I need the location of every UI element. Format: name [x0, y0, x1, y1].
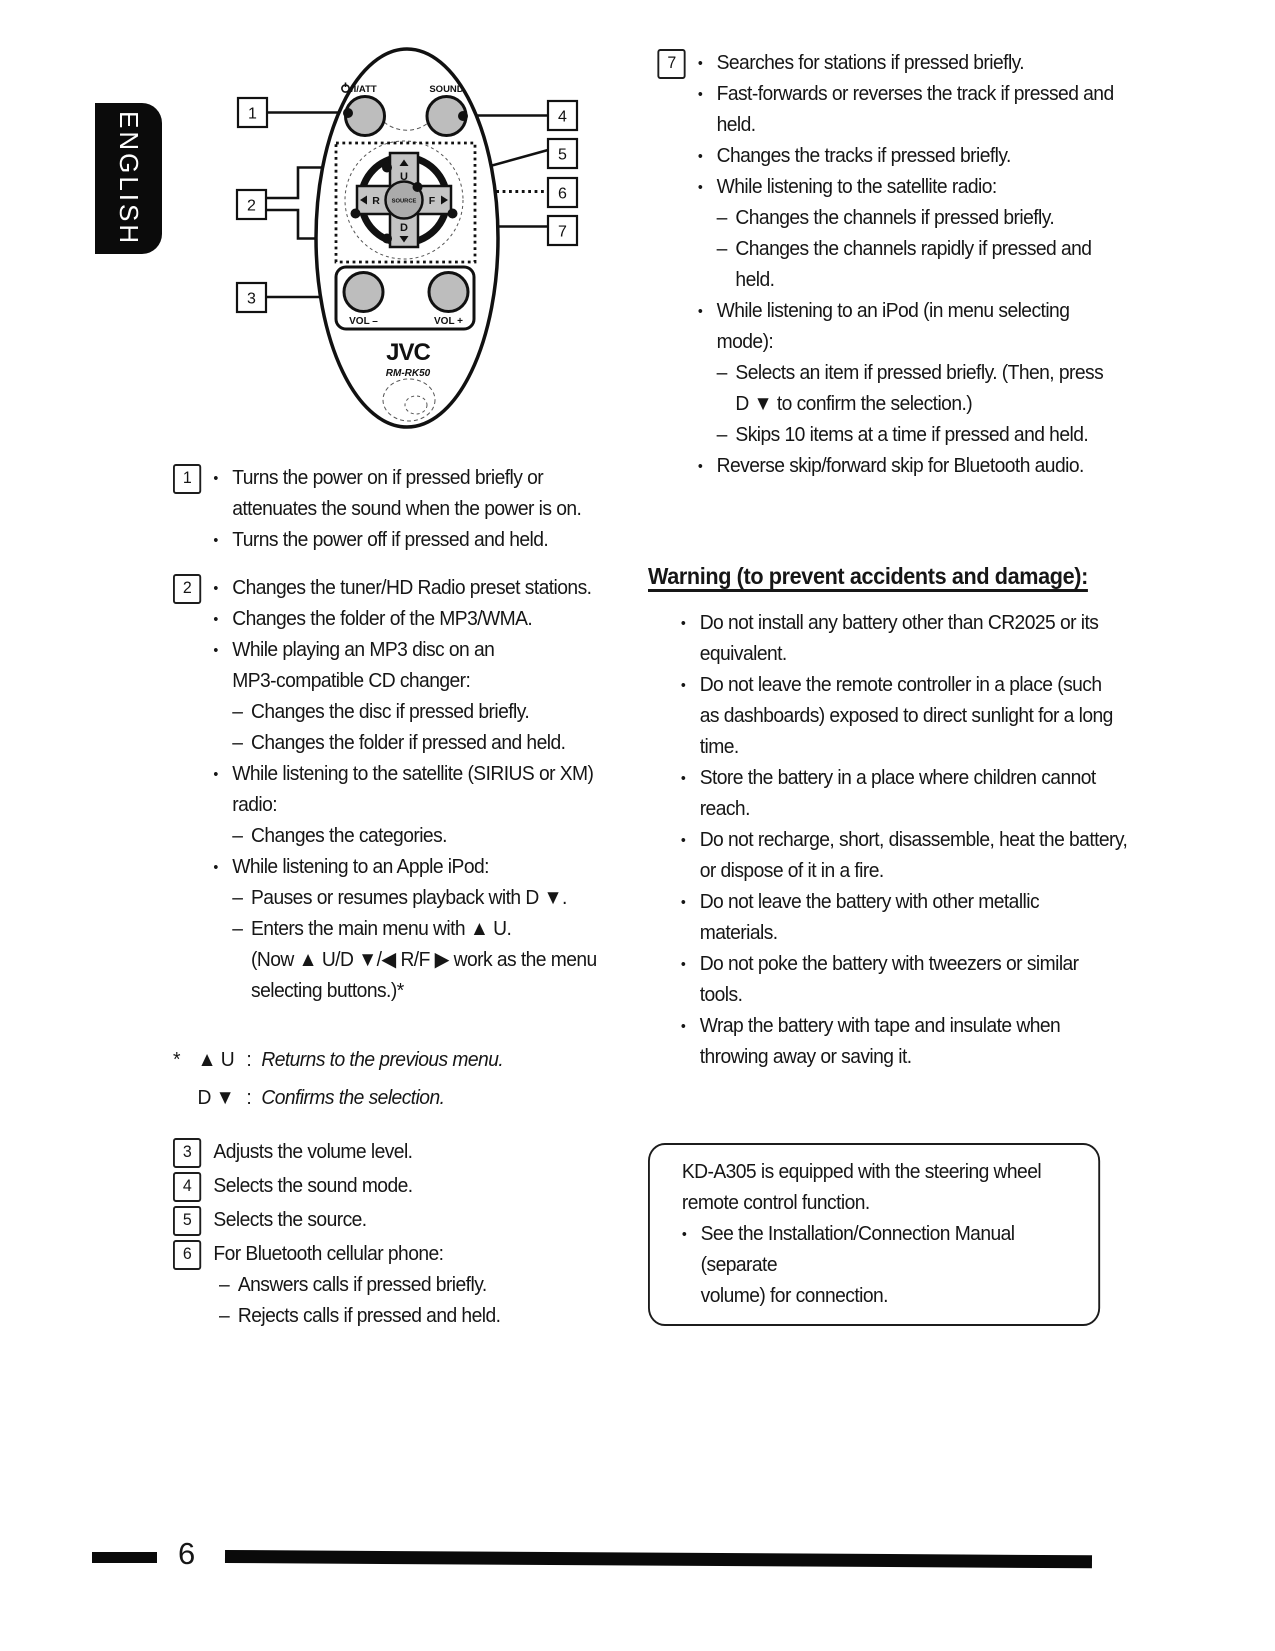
- source-button-label: SOURCE: [392, 199, 417, 205]
- dash-line: –Changes the channels rapidly if pressed…: [716, 237, 1092, 291]
- bullet-line: •Turns the power on if pressed briefly o…: [213, 466, 582, 520]
- bullet-line: •Changes the folder of the MP3/WMA.: [213, 607, 533, 630]
- dpad-right-label: F: [429, 195, 436, 207]
- note-text: KD-A305 is equipped with the steering wh…: [681, 1160, 1042, 1214]
- left-arrow-icon: [360, 195, 367, 205]
- svg-text:2: 2: [247, 198, 256, 215]
- legend-item-2: 2 •Changes the tuner/HD Radio preset sta…: [173, 572, 615, 1006]
- footnote-row: D ▼ : Confirms the selection.: [197, 1086, 445, 1109]
- bullet-line: •While playing an MP3 disc on an MP3-com…: [213, 638, 495, 692]
- callout-number-box: 5: [173, 1206, 202, 1236]
- warning-list: •Do not install any battery other than C…: [648, 607, 1129, 1072]
- footnote-row: * ▲ U : Returns to the previous menu.: [173, 1048, 504, 1071]
- svg-text:3: 3: [247, 291, 256, 308]
- dash-line: –Changes the categories.: [232, 824, 447, 847]
- svg-text:1: 1: [248, 106, 257, 123]
- svg-text:7: 7: [558, 224, 567, 241]
- bullet-line: •Do not leave the battery with other met…: [680, 890, 1040, 944]
- dash-line: –Answers calls if pressed briefly.: [219, 1273, 487, 1296]
- dpad-left-label: R: [372, 195, 380, 207]
- dpad-down-label: D: [400, 222, 408, 234]
- bullet-line: •While listening to an Apple iPod:: [213, 855, 489, 878]
- bullet-line: •See the Installation/Connection Manual …: [681, 1222, 1015, 1307]
- bullet-line: •Searches for stations if pressed briefl…: [697, 51, 1025, 74]
- dash-line: –Changes the folder if pressed and held.: [232, 731, 566, 754]
- callout-number-box: 6: [173, 1240, 202, 1270]
- warning-heading: Warning (to prevent accidents and damage…: [648, 563, 1088, 589]
- right-arrow-icon: [441, 195, 448, 205]
- callout-number-box: 7: [657, 49, 686, 79]
- svg-text:6: 6: [558, 186, 567, 203]
- plain-line: For Bluetooth cellular phone:: [213, 1242, 444, 1265]
- dash-line: –Changes the disc if pressed briefly.: [232, 700, 530, 723]
- language-tab-label: ENGLISH: [114, 110, 144, 247]
- bullet-line: •While listening to the satellite radio:: [697, 175, 997, 198]
- svg-text:4: 4: [558, 109, 567, 126]
- page-number: 6: [178, 1536, 195, 1571]
- down-arrow-icon: [399, 236, 409, 243]
- dash-line: –Rejects calls if pressed and held.: [219, 1304, 501, 1327]
- bullet-line: •Changes the tracks if pressed briefly.: [697, 144, 1012, 167]
- dash-line: –Enters the main menu with ▲ U.: [232, 917, 512, 940]
- dash-line: –Skips 10 items at a time if pressed and…: [716, 423, 1089, 446]
- left-column: 1 •Turns the power on if pressed briefly…: [173, 462, 615, 1333]
- bullet-line: •While listening to an iPod (in menu sel…: [697, 299, 1070, 353]
- power-icon: [341, 82, 350, 93]
- steering-wheel-note-box: KD-A305 is equipped with the steering wh…: [648, 1143, 1101, 1326]
- legend-item-3: 3 Adjusts the volume level.: [173, 1136, 615, 1168]
- continuation-line: (Now ▲ U/D ▼/◀ R/F ▶ work as the menu se…: [251, 948, 597, 1002]
- volume-up-label: VOL +: [434, 316, 463, 327]
- bullet-line: •Reverse skip/forward skip for Bluetooth…: [697, 454, 1085, 477]
- bullet-line: •Store the battery in a place where chil…: [680, 766, 1096, 820]
- bullet-line: •Do not install any battery other than C…: [680, 611, 1099, 665]
- bullet-line: •Turns the power off if pressed and held…: [213, 528, 549, 551]
- power-button-label: /I/ATT: [351, 84, 377, 95]
- dash-line: –Pauses or resumes playback with D ▼.: [232, 886, 567, 909]
- footer-rule-bar: [224, 1550, 1093, 1569]
- legend-item-6: 6 For Bluetooth cellular phone: –Answers…: [173, 1238, 615, 1331]
- model-label: RM-RK50: [386, 368, 431, 379]
- svg-text:5: 5: [558, 147, 567, 164]
- bullet-line: •Fast-forwards or reverses the track if …: [697, 82, 1114, 136]
- volume-down-label: VOL –: [349, 316, 378, 327]
- footer-left-bar: [92, 1552, 157, 1563]
- remote-control-diagram: /I/ATT SOUND U D R F SOURCE VOL – VOL + …: [235, 47, 579, 429]
- volume-down-button: [342, 271, 385, 313]
- up-arrow-icon: [399, 159, 409, 166]
- legend-item-4: 4 Selects the sound mode.: [173, 1170, 615, 1202]
- right-column: 7 •Searches for stations if pressed brie…: [648, 47, 1129, 1326]
- callout-number-box: 3: [173, 1138, 202, 1168]
- callout-numbers: 1 2 3 4 5 6 7: [247, 106, 567, 308]
- dash-line: –Selects an item if pressed briefly. (Th…: [716, 361, 1104, 415]
- callout-number-box: 1: [173, 464, 202, 494]
- bullet-line: •While listening to the satellite (SIRIU…: [213, 762, 594, 816]
- bullet-line: •Do not recharge, short, disassemble, he…: [680, 828, 1128, 882]
- brand-logo: JVC: [386, 339, 430, 366]
- callout-dots: [343, 108, 468, 244]
- dpad-up-label: U: [400, 171, 408, 183]
- volume-up-button: [427, 271, 470, 313]
- dash-line: –Changes the channels if pressed briefly…: [716, 206, 1055, 229]
- language-tab: ENGLISH: [95, 103, 162, 254]
- bullet-line: •Changes the tuner/HD Radio preset stati…: [213, 576, 592, 599]
- footnote: * ▲ U : Returns to the previous menu. D …: [173, 1044, 615, 1113]
- callout-number-box: 4: [173, 1172, 202, 1202]
- bullet-line: •Wrap the battery with tape and insulate…: [680, 1014, 1061, 1068]
- callout-number-box: 2: [173, 574, 202, 604]
- legend-item-7: 7 •Searches for stations if pressed brie…: [648, 47, 1129, 481]
- bullet-line: •Do not leave the remote controller in a…: [680, 673, 1113, 758]
- sound-button-label: SOUND: [429, 84, 463, 95]
- bullet-line: •Do not poke the battery with tweezers o…: [680, 952, 1079, 1006]
- callout-boxes: [235, 96, 579, 314]
- legend-item-1: 1 •Turns the power on if pressed briefly…: [173, 462, 615, 555]
- dpad-dotted-frame: [334, 141, 477, 264]
- source-center-button: [384, 180, 424, 220]
- legend-item-5: 5 Selects the source.: [173, 1204, 615, 1236]
